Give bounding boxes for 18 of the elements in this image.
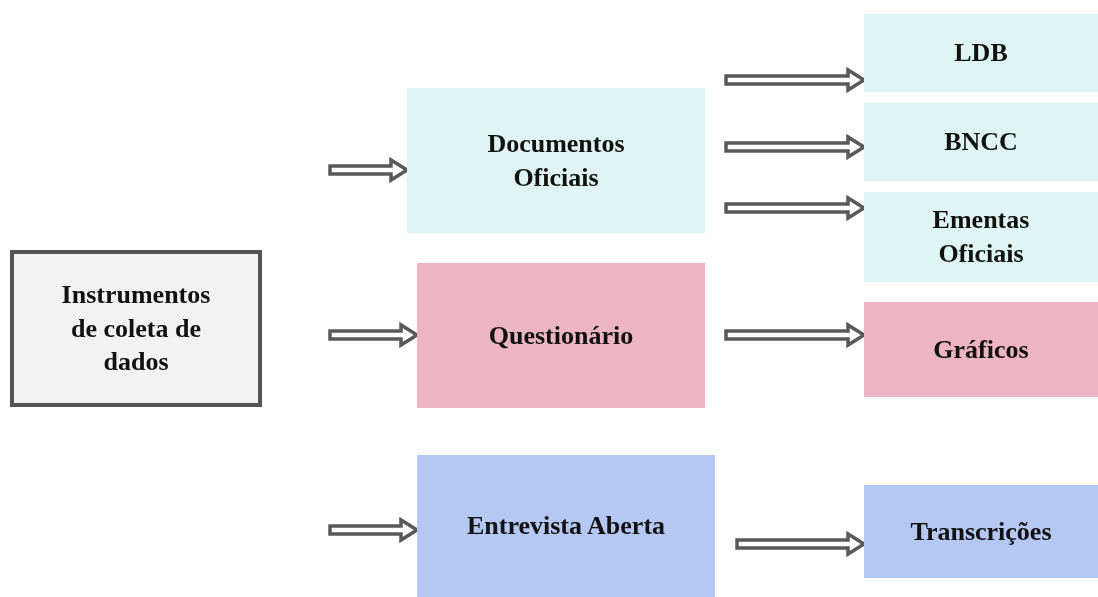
process-box bbox=[10, 250, 262, 407]
box-label: Ementas Oficiais bbox=[931, 204, 1031, 270]
box-label: BNCC bbox=[944, 126, 1018, 159]
process-box bbox=[407, 88, 705, 233]
process-box bbox=[417, 455, 715, 597]
process-box bbox=[864, 14, 1098, 92]
process-box bbox=[864, 103, 1098, 181]
box-label: Questionário bbox=[488, 319, 634, 352]
box-label: Instrumentos de coleta de dados bbox=[60, 278, 212, 379]
process-box bbox=[864, 192, 1098, 282]
box-label: LDB bbox=[954, 37, 1008, 70]
process-box bbox=[864, 302, 1098, 397]
box-label: Transcrições bbox=[910, 515, 1052, 548]
box-label: Documentos Oficiais bbox=[486, 127, 626, 194]
process-box bbox=[417, 263, 705, 408]
box-label: Entrevista Aberta bbox=[466, 510, 666, 543]
process-box bbox=[864, 485, 1098, 578]
box-label: Gráficos bbox=[933, 333, 1029, 366]
